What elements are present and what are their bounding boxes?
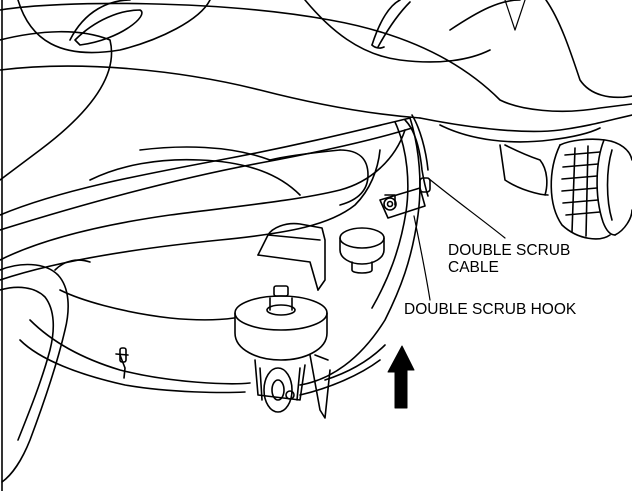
- drive-wheel: [499, 138, 632, 240]
- double-scrub-cable-label: DOUBLE SCRUB CABLE: [448, 242, 570, 276]
- machine-body: [0, 0, 632, 231]
- scrub-deck: [0, 117, 421, 396]
- up-arrow-icon: [387, 345, 415, 409]
- double-scrub-hook-label-text: DOUBLE SCRUB HOOK: [404, 301, 577, 318]
- double-scrub-cable-label-line2: CABLE: [448, 259, 499, 276]
- caster-wheel: [234, 285, 331, 419]
- double-scrub-hook-label: DOUBLE SCRUB HOOK: [404, 301, 576, 318]
- double-scrub-cable-label-line1: DOUBLE SCRUB: [448, 242, 571, 259]
- double-scrub-hook: [257, 222, 385, 291]
- hook-leader-line: [413, 215, 431, 301]
- side-handle: [0, 259, 91, 483]
- cable-leader-line: [427, 177, 506, 239]
- double-scrub-cable: [379, 114, 431, 219]
- leader-lines: [413, 177, 506, 301]
